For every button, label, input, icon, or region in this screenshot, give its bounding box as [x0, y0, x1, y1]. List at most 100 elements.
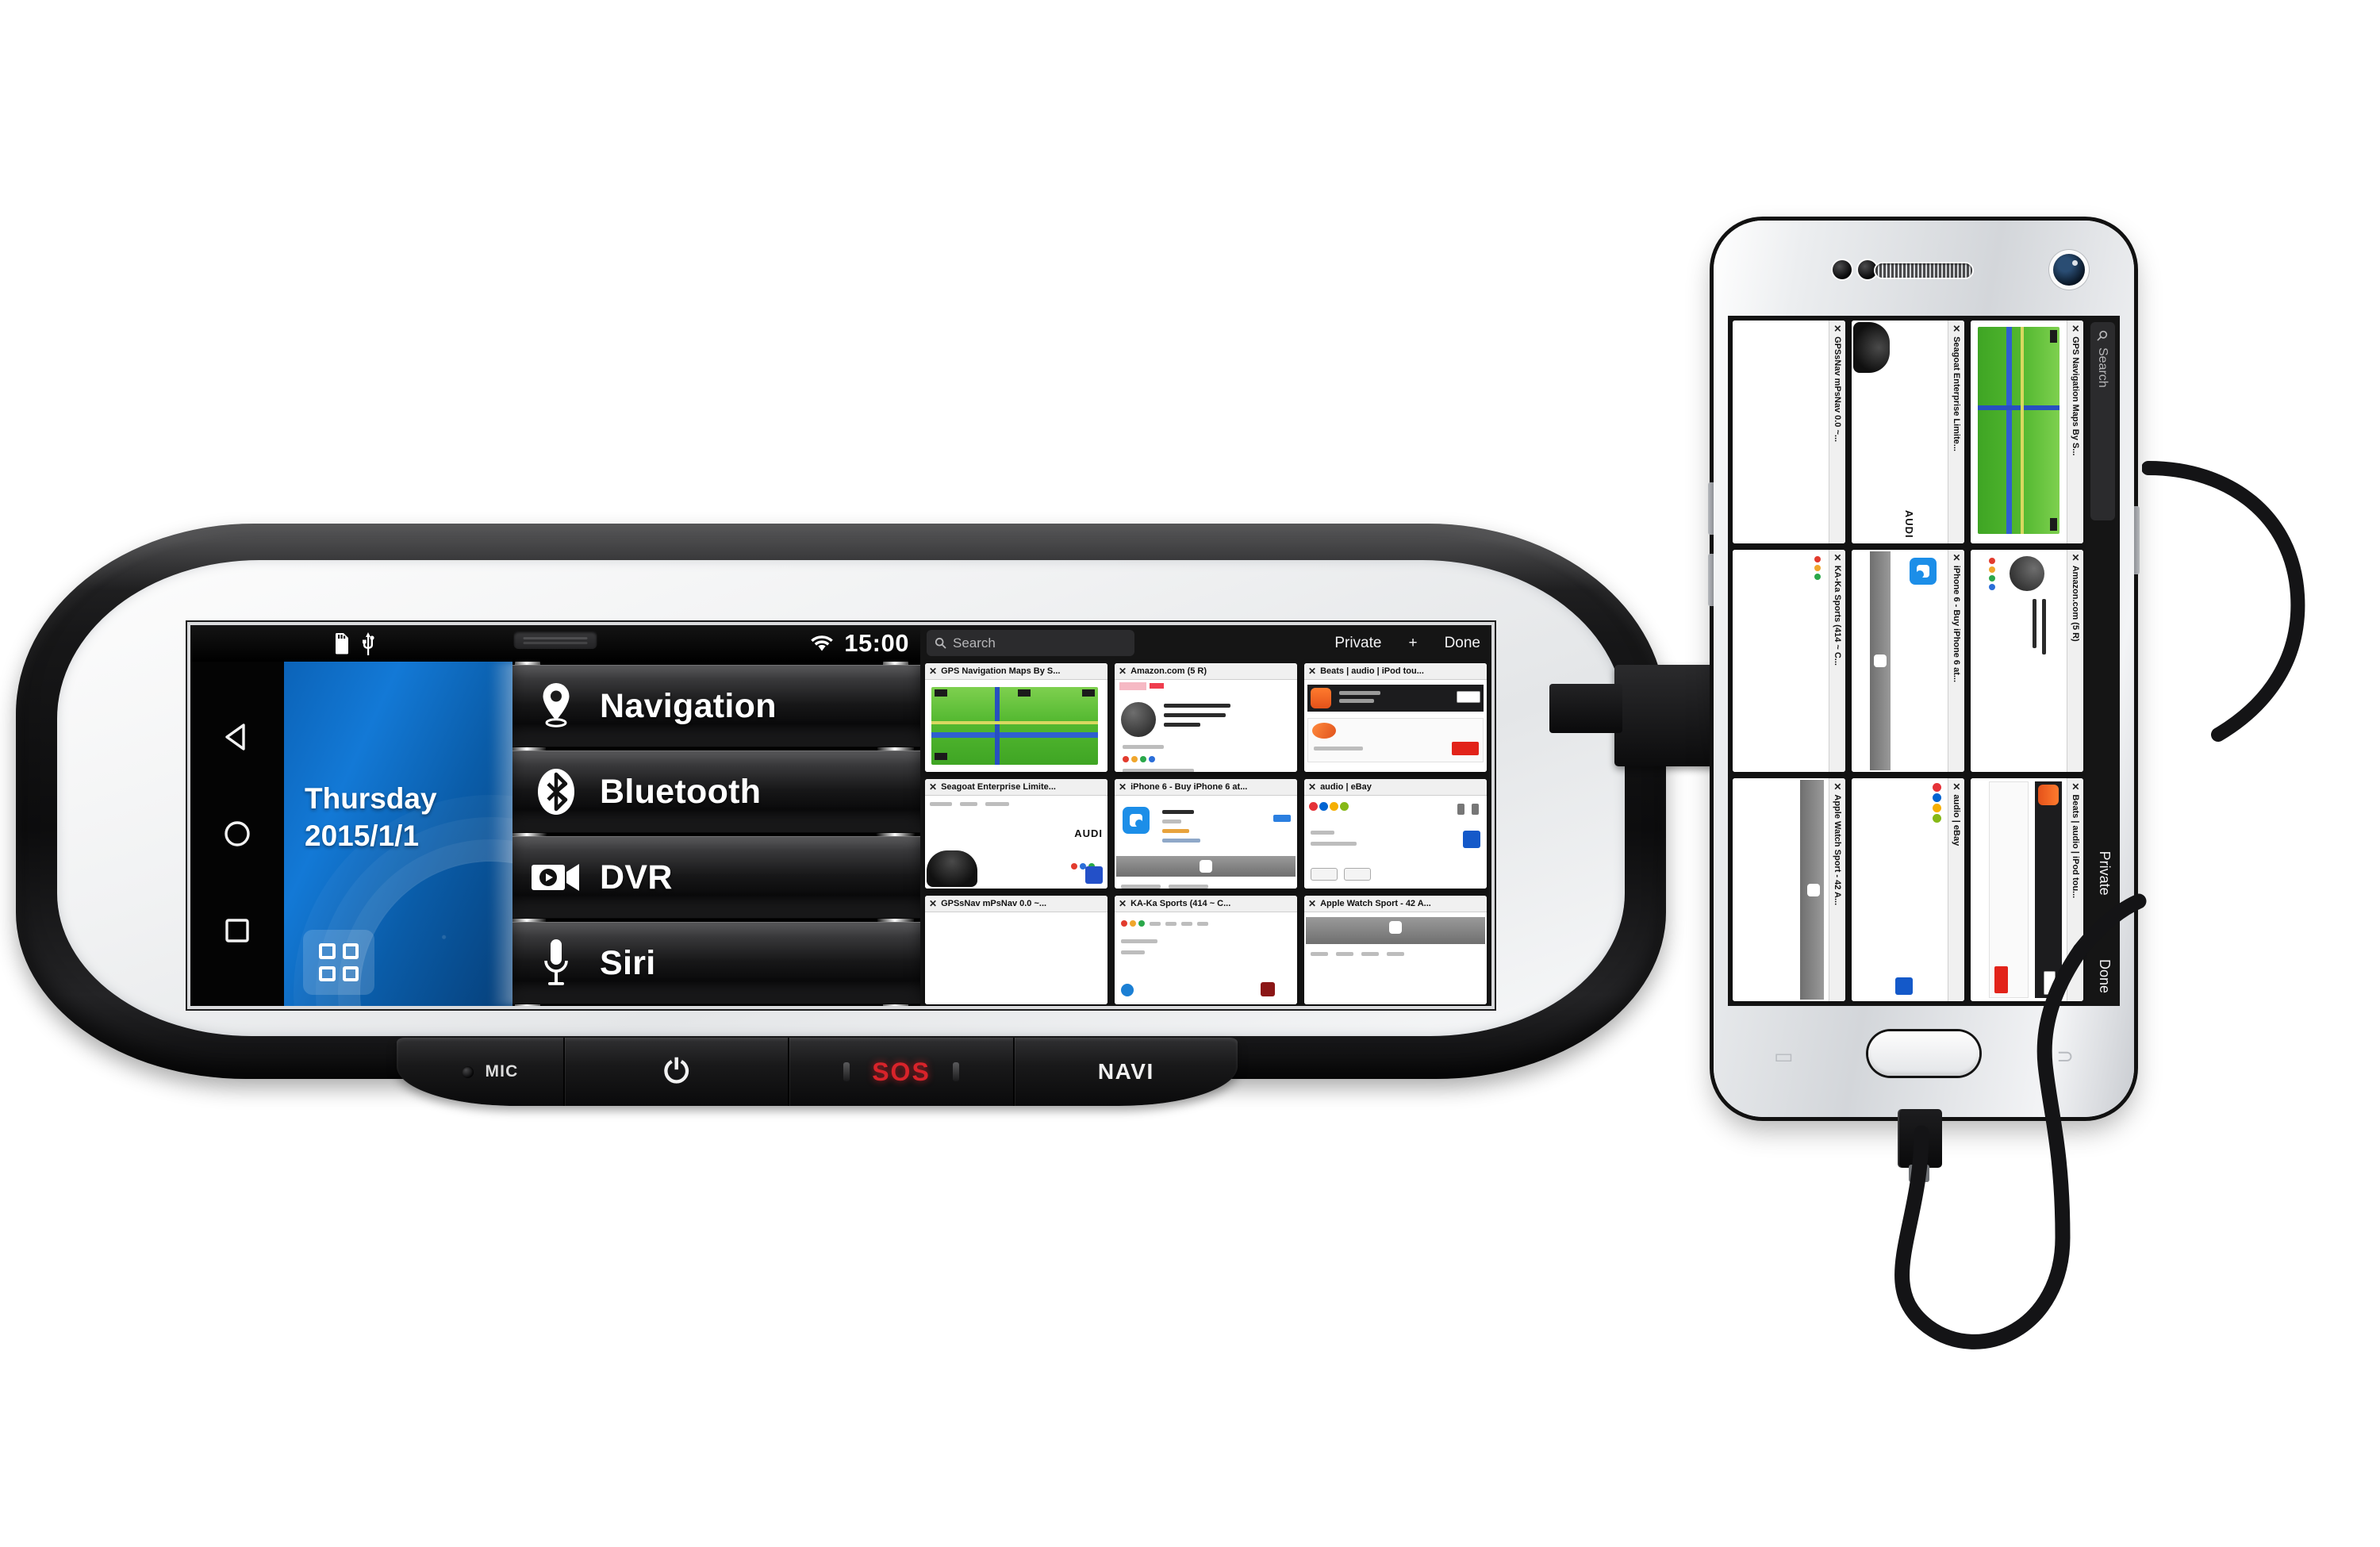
close-icon[interactable]: ✕ — [929, 781, 938, 793]
recents-key-icon[interactable]: ▭ — [1774, 1044, 1794, 1068]
tab-header: ✕ GPS Navigation Maps By S... — [925, 663, 1107, 680]
private-button[interactable]: Private — [1334, 635, 1382, 651]
tab-preview — [925, 680, 1107, 773]
android-navigation-bar — [190, 662, 284, 1006]
app-drawer-icon[interactable] — [303, 930, 374, 995]
tab-title: iPhone 6 - Buy iPhone 6 at... — [1130, 782, 1248, 793]
power-button[interactable]: ⏻ — [563, 1038, 788, 1106]
usb-plug — [1898, 1109, 1942, 1182]
close-icon[interactable]: ✕ — [1832, 324, 1843, 333]
mic-hole-icon — [462, 1065, 474, 1078]
sos-led-left-icon — [843, 1062, 850, 1081]
tab-title: Seagoat Enterprise Limite... — [941, 782, 1056, 793]
volume-up-key[interactable] — [1708, 482, 1714, 535]
close-icon[interactable]: ✕ — [1119, 897, 1127, 909]
sos-led-right-icon — [952, 1062, 959, 1081]
tab-preview: AUDI — [925, 796, 1107, 889]
phone-new-tab-button[interactable]: + — [2092, 920, 2117, 934]
menu-item-siri[interactable]: Siri — [512, 922, 920, 1004]
tab-card[interactable]: ✕ GPSsNav mPsNav 0.0 ~... — [925, 895, 1107, 1004]
close-icon[interactable]: ✕ — [929, 897, 938, 909]
tab-header: ✕ KA-Ka Sports (414 ~ C... — [1115, 895, 1297, 912]
menu-item-label: Navigation — [600, 686, 777, 725]
close-icon[interactable]: ✕ — [1951, 782, 1962, 791]
new-tab-button[interactable]: + — [1408, 635, 1418, 652]
volume-down-key[interactable] — [1708, 554, 1714, 606]
tab-preview — [1304, 796, 1487, 889]
close-icon[interactable]: ✕ — [2070, 553, 2081, 562]
phone-browser-tab-switcher: Search Private + Done ✕ GPS Navigation M… — [1728, 316, 2120, 1006]
close-icon[interactable]: ✕ — [1308, 897, 1317, 909]
menu-item-label: Siri — [600, 943, 656, 982]
home-circle-icon[interactable] — [220, 816, 255, 851]
close-icon[interactable]: ✕ — [1308, 781, 1317, 793]
tab-header: ✕ Seagoat Enterprise Limite... — [925, 779, 1107, 797]
navi-button[interactable]: NAVI — [1012, 1038, 1238, 1106]
tab-card[interactable]: ✕ Apple Watch Sport - 42 A... — [1733, 778, 1845, 1001]
tab-card[interactable]: ✕ GPSsNav mPsNav 0.0 ~... — [1733, 321, 1845, 543]
browser-tab-switcher: Search Private + Done ✕ GPS Navigation M… — [920, 625, 1491, 1006]
close-icon[interactable]: ✕ — [1832, 553, 1843, 562]
smartphone: Search Private + Done ✕ GPS Navigation M… — [1708, 221, 2140, 1117]
clock: 15:00 — [844, 629, 909, 657]
mic-label: MIC — [485, 1062, 519, 1081]
tab-card[interactable]: ✕ iPhone 6 - Buy iPhone 6 at... — [1852, 549, 1964, 773]
tab-title: iPhone 6 - Buy iPhone 6 at... — [1952, 565, 1961, 683]
tab-card[interactable]: ✕ iPhone 6 - Buy iPhone 6 at... — [1115, 779, 1297, 889]
tab-title: Seagoat Enterprise Limite... — [1952, 336, 1961, 451]
tab-card[interactable]: ✕ audio | eBay — [1304, 779, 1487, 889]
mirror-display[interactable]: 15:00 Thursday 2015/1/1 — [190, 625, 1491, 1006]
phone-display[interactable]: Search Private + Done ✕ GPS Navigation M… — [1728, 316, 2120, 1006]
tab-card[interactable]: ✕ KA-Ka Sports (414 ~ C... — [1115, 895, 1297, 1004]
tab-card[interactable]: ✕ Seagoat Enterprise Limite... AUDI — [1852, 321, 1964, 543]
close-icon[interactable]: ✕ — [1308, 666, 1317, 677]
search-icon — [935, 637, 946, 649]
tab-card[interactable]: ✕ Beats | audio | iPod tou... — [1971, 778, 2083, 1001]
close-icon[interactable]: ✕ — [929, 666, 938, 677]
tab-card[interactable]: ✕ Seagoat Enterprise Limite... AUDI — [925, 779, 1107, 889]
date-text: Thursday 2015/1/1 — [305, 781, 437, 854]
sos-button[interactable]: SOS — [788, 1038, 1012, 1106]
phone-private-button[interactable]: Private — [2097, 850, 2113, 896]
back-triangle-icon[interactable] — [220, 720, 255, 754]
menu-item-dvr[interactable]: DVR — [512, 836, 920, 919]
location-pin-icon — [512, 681, 600, 731]
weekday-label: Thursday — [305, 782, 437, 815]
power-key[interactable] — [2134, 506, 2140, 574]
phone-top-bezel — [1714, 221, 2134, 316]
close-icon[interactable]: ✕ — [1951, 324, 1962, 333]
tab-title: Amazon.com (5 R) — [1130, 666, 1207, 676]
close-icon[interactable]: ✕ — [1119, 781, 1127, 793]
search-input[interactable]: Search — [927, 630, 1134, 656]
tab-card[interactable]: ✕ GPS Navigation Maps By S... — [1971, 321, 2083, 543]
phone-search-input[interactable]: Search — [2090, 322, 2115, 520]
recents-square-icon[interactable] — [220, 913, 255, 948]
close-icon[interactable]: ✕ — [2070, 324, 2081, 333]
close-icon[interactable]: ✕ — [1951, 553, 1962, 562]
done-button[interactable]: Done — [1444, 635, 1480, 651]
phone-done-button[interactable]: Done — [2097, 958, 2113, 993]
date-widget-panel: Thursday 2015/1/1 — [284, 662, 512, 1006]
close-icon[interactable]: ✕ — [1832, 782, 1843, 791]
tab-title: KA-Ka Sports (414 ~ C... — [1833, 565, 1842, 666]
close-icon[interactable]: ✕ — [2070, 782, 2081, 791]
tab-card[interactable]: ✕ Amazon.com (5 R) — [1971, 549, 2083, 773]
back-key-icon[interactable]: ⊃ — [2056, 1044, 2074, 1068]
menu-item-bluetooth[interactable]: Bluetooth — [512, 750, 920, 833]
tab-card[interactable]: ✕ Amazon.com (5 R) — [1115, 663, 1297, 773]
map-thumbnail — [1978, 327, 2059, 534]
home-button[interactable] — [1868, 1031, 1979, 1076]
tab-card[interactable]: ✕ Beats | audio | iPod tou... — [1304, 663, 1487, 773]
tab-title: audio | eBay — [1952, 794, 1961, 846]
browser-toolbar: Search Private + Done — [920, 625, 1491, 662]
front-camera-icon — [2053, 254, 2085, 286]
tab-card[interactable]: ✕ audio | eBay — [1852, 778, 1964, 1001]
tab-card[interactable]: ✕ Apple Watch Sport - 42 A... — [1304, 895, 1487, 1004]
tab-card[interactable]: ✕ GPS Navigation Maps By S... — [925, 663, 1107, 773]
tab-header: ✕ iPhone 6 - Buy iPhone 6 at... — [1115, 779, 1297, 797]
tab-card[interactable]: ✕ KA-Ka Sports (414 ~ C... — [1733, 549, 1845, 773]
close-icon[interactable]: ✕ — [1119, 666, 1127, 677]
status-bar: 15:00 — [190, 625, 920, 662]
menu-item-navigation[interactable]: Navigation — [512, 665, 920, 747]
